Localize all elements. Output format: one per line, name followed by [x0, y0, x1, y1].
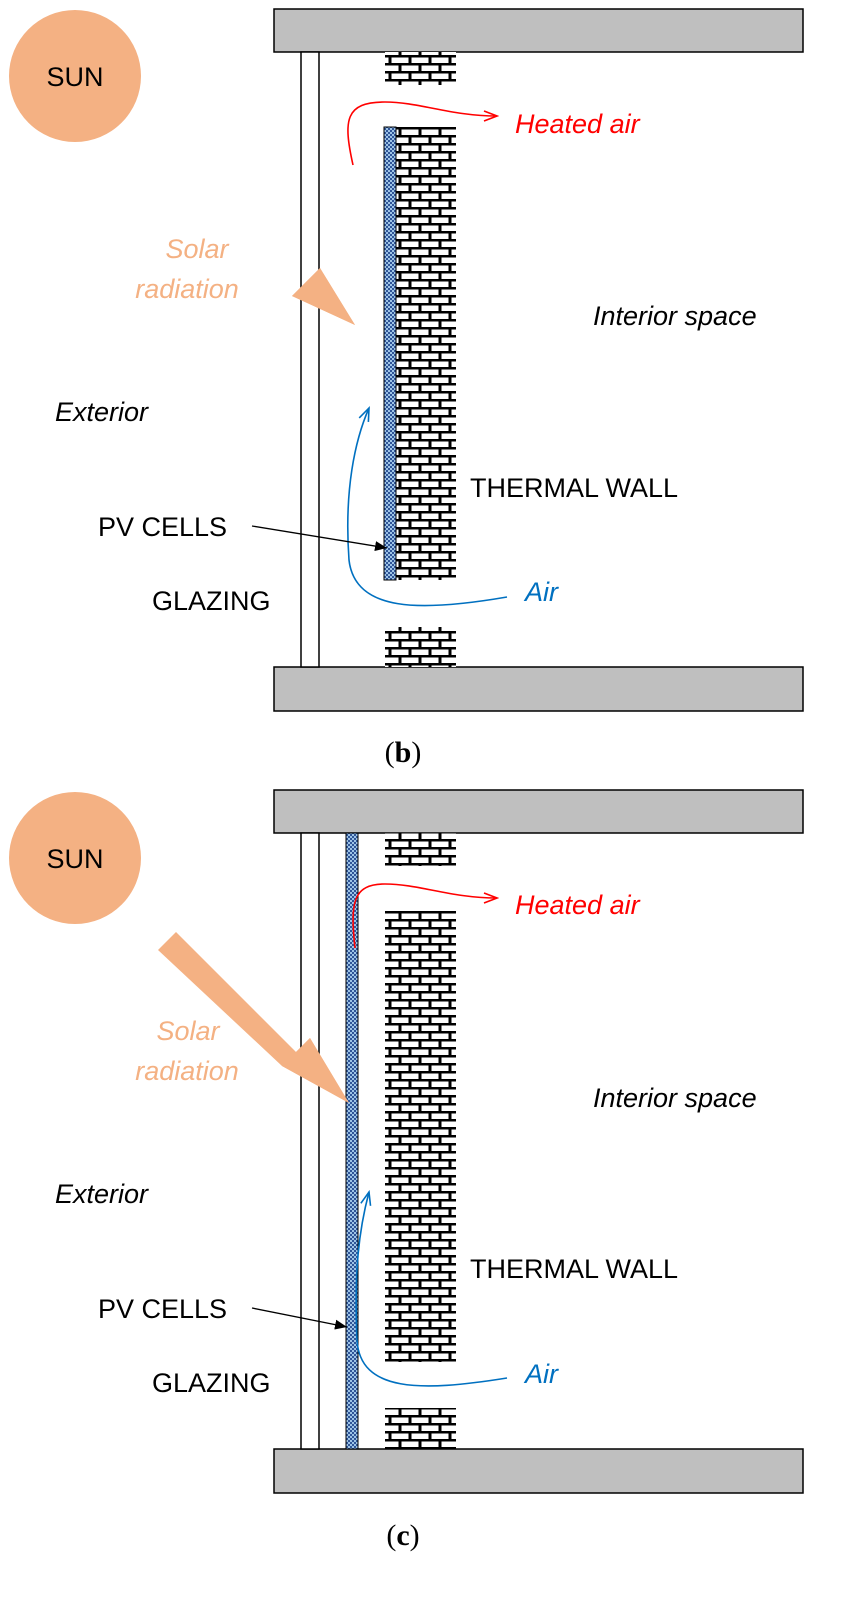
glazing-pane: [300, 51, 320, 668]
lower-brick-stub: [385, 1408, 456, 1449]
thermal-wall-label: THERMAL WALL: [470, 1254, 678, 1284]
interior-space-label: Interior space: [593, 301, 757, 331]
air-label: Air: [523, 1359, 559, 1389]
solar-radiation-label-line1: Solar: [165, 234, 229, 264]
pv-cells-leader: [251, 525, 388, 552]
glazing-pane: [300, 832, 320, 1450]
upper-brick-stub: [385, 833, 456, 866]
upper-brick-stub: [385, 52, 456, 85]
pv-cell-strip: [345, 832, 359, 1450]
solar-radiation-label-line2: radiation: [135, 274, 239, 304]
glazing-label: GLAZING: [152, 586, 271, 616]
pv-cell-strip: [383, 126, 397, 581]
floor-slab: [273, 666, 804, 712]
solar-radiation-label-line2: radiation: [135, 1056, 239, 1086]
heated-air-arrow: [347, 101, 497, 166]
sun-label: SUN: [46, 62, 103, 92]
air-flow-arrow: [355, 1192, 508, 1387]
lower-brick-stub: [385, 627, 456, 667]
solar-radiation-arrow-head: [282, 1038, 349, 1103]
sun-icon: [9, 10, 141, 142]
panel-b: SUN Solar radiation Heated air Air Inter…: [9, 8, 804, 769]
air-flow-arrow: [346, 408, 508, 607]
caption-b: (b): [385, 736, 422, 769]
sun-label: SUN: [46, 844, 103, 874]
exterior-label: Exterior: [55, 1179, 149, 1209]
ceiling-slab: [273, 789, 804, 834]
floor-slab: [273, 1448, 804, 1494]
thermal-wall-bricks: [385, 911, 456, 1362]
sun-icon: [9, 792, 141, 924]
heated-air-arrow: [352, 883, 497, 949]
pv-cells-label: PV CELLS: [98, 1294, 227, 1324]
caption-c: (c): [386, 1519, 419, 1552]
panel-c: SUN Solar radiation Heated air Air Inter…: [9, 789, 804, 1552]
glazing-label: GLAZING: [152, 1368, 271, 1398]
pv-cells-leader: [251, 1307, 348, 1330]
air-label: Air: [523, 577, 559, 607]
heated-air-label: Heated air: [515, 890, 641, 920]
heated-air-label: Heated air: [515, 109, 641, 139]
interior-space-label: Interior space: [593, 1083, 757, 1113]
thermal-wall-bricks: [385, 127, 456, 580]
thermal-wall-label: THERMAL WALL: [470, 473, 678, 503]
pv-cells-label: PV CELLS: [98, 512, 227, 542]
ceiling-slab: [273, 8, 804, 53]
solar-radiation-label-line1: Solar: [156, 1016, 220, 1046]
solar-radiation-arrow-head: [292, 268, 355, 325]
exterior-label: Exterior: [55, 397, 149, 427]
